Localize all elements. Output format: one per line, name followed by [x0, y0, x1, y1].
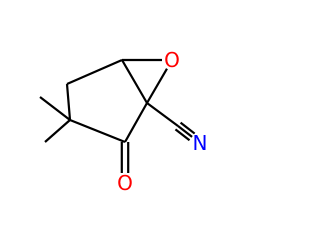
bond-c_nitrile-n_nitrile-line3	[179, 121, 196, 135]
bond-c_nitrile-n_nitrile-line1	[177, 125, 193, 138]
bond-c2-c1	[124, 102, 148, 143]
bond-c1-o6	[146, 68, 168, 104]
bond-c1-c_nitrile	[146, 102, 179, 127]
bond-c5-c1	[121, 59, 148, 104]
bond-c3-c2	[69, 118, 126, 144]
molecule-structure-diagram: O O N	[39, 48, 207, 195]
bond-c_nitrile-n_nitrile-line2	[174, 128, 191, 142]
bond-c3-me2	[44, 119, 71, 143]
atom-label-n_nitrile: N	[193, 131, 208, 155]
bond-c4-c3	[65, 83, 72, 121]
bond-c5-c4	[66, 58, 123, 86]
atom-labels-layer: O O N	[117, 48, 207, 195]
bonds-layer	[39, 58, 196, 173]
atom-label-o_ketone: O	[117, 171, 133, 195]
bond-c3-me1	[39, 96, 71, 121]
atom-label-o6: O	[164, 48, 180, 72]
